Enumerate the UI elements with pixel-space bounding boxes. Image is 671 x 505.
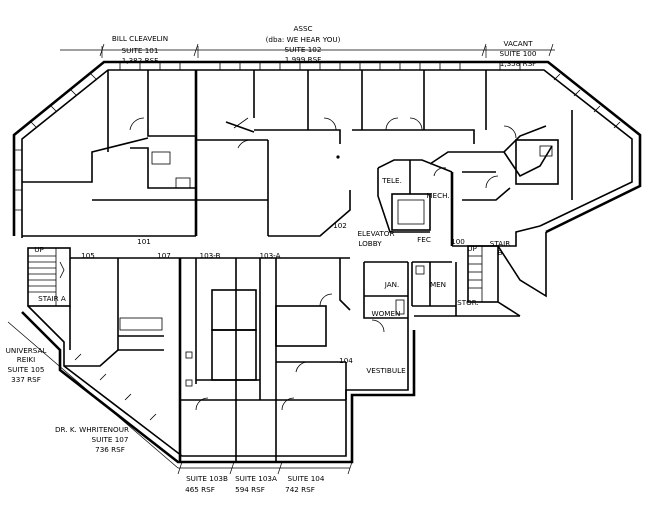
stair-a bbox=[27, 247, 71, 307]
tenant-universal-suite: SUITE 105 bbox=[8, 365, 45, 374]
tenant-vacant-name: VACANT bbox=[504, 39, 534, 48]
door-107-label: 107 bbox=[157, 251, 171, 260]
room-lobby-label: LOBBY bbox=[358, 239, 382, 248]
tenant-universal-name1: UNIVERSAL bbox=[6, 346, 47, 355]
exterior-walls bbox=[12, 60, 642, 464]
room-jan-label: JAN. bbox=[384, 280, 400, 289]
stair-b-up-label: UP bbox=[467, 244, 477, 253]
suite-102-walls bbox=[196, 70, 475, 237]
tenant-103b-suite: SUITE 103B bbox=[186, 474, 228, 483]
suite-100-walls bbox=[452, 70, 573, 247]
tenant-universal-name2: REIKI bbox=[17, 355, 36, 364]
door-102-label: 102 bbox=[333, 221, 347, 230]
door-105-label: 105 bbox=[81, 251, 95, 260]
room-tele-label: TELE. bbox=[381, 176, 402, 185]
tenant-assc-suite: SUITE 102 bbox=[285, 45, 322, 54]
tenant-104-suite: SUITE 104 bbox=[288, 474, 325, 483]
room-mech-label: MECH. bbox=[426, 191, 449, 200]
stair-b bbox=[467, 232, 547, 317]
tenant-assc-name: ASSC bbox=[293, 24, 312, 33]
door-number-labels: 100 101 102 103-A 103-B 104 105 107 bbox=[81, 221, 465, 365]
room-men-label: MEN bbox=[430, 280, 446, 289]
tenant-bill-suite: SUITE 101 bbox=[122, 46, 159, 55]
tenant-103a-suite: SUITE 103A bbox=[235, 474, 277, 483]
restrooms-walls bbox=[363, 261, 520, 333]
tenant-103b-area: 465 RSF bbox=[185, 485, 215, 494]
room-women-label: WOMEN bbox=[372, 309, 401, 318]
lower-suites-walls bbox=[64, 257, 351, 462]
tenant-103a-area: 594 RSF bbox=[235, 485, 265, 494]
room-vestibule-label: VESTIBULE bbox=[366, 366, 406, 375]
tenant-104-area: 742 RSF bbox=[285, 485, 315, 494]
room-labels: TELE. MECH. ELEVATOR LOBBY JAN. MEN WOME… bbox=[34, 176, 510, 375]
room-stor-label: STOR. bbox=[457, 298, 479, 307]
tenant-labels: BILL CLEAVELIN SUITE 101 1,382 RSF ASSC … bbox=[6, 24, 537, 494]
room-stair-b-label-1: STAIR bbox=[490, 239, 510, 248]
tenant-universal-area: 337 RSF bbox=[11, 375, 41, 384]
core-rooms bbox=[377, 151, 462, 246]
dimension-lines bbox=[7, 43, 555, 475]
tenant-whritenour-area: 736 RSF bbox=[95, 445, 125, 454]
suite-101-walls bbox=[22, 70, 198, 237]
room-fec-label: FEC bbox=[417, 235, 431, 244]
door-100-label: 100 bbox=[451, 237, 465, 246]
room-stair-b-label-2: B bbox=[498, 248, 503, 257]
tenant-assc-area: 1,999 RSF bbox=[285, 55, 322, 64]
tenant-vacant-area: 1,358 RSF bbox=[500, 59, 537, 68]
door-101-label: 101 bbox=[137, 237, 151, 246]
door-103b-label: 103-B bbox=[200, 251, 221, 260]
tenant-assc-dba: (dba: WE HEAR YOU) bbox=[266, 35, 341, 44]
door-103a-label: 103-A bbox=[259, 251, 280, 260]
tenant-bill-name: BILL CLEAVELIN bbox=[112, 34, 168, 43]
stair-a-up-label: UP bbox=[34, 245, 44, 254]
room-stair-a-label: STAIR A bbox=[38, 294, 66, 303]
tenant-bill-area: 1,382 RSF bbox=[122, 56, 159, 65]
door-104-label: 104 bbox=[339, 356, 353, 365]
room-elevator-label: ELEVATOR bbox=[358, 229, 395, 238]
tenant-whritenour-name: DR. K. WHRITENOUR bbox=[55, 425, 129, 434]
tenant-whritenour-suite: SUITE 107 bbox=[92, 435, 129, 444]
tenant-vacant-suite: SUITE 100 bbox=[500, 49, 537, 58]
